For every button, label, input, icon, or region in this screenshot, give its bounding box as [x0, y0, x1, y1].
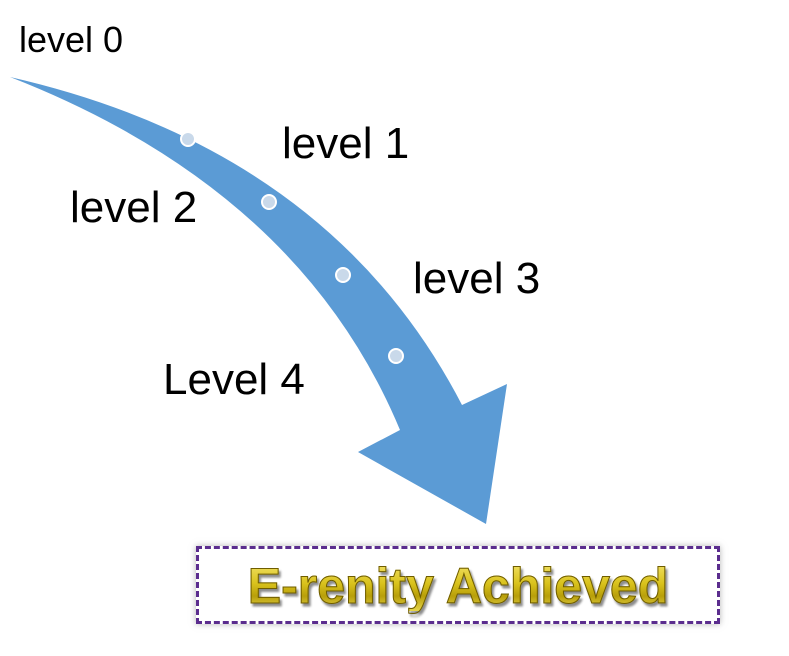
milestone-dot-4	[388, 348, 404, 364]
level-2-label: level 2	[70, 183, 198, 232]
milestone-dot-2	[261, 194, 277, 210]
result-text: E-renity Achieved	[247, 558, 669, 614]
milestone-dot-3	[335, 267, 351, 283]
milestone-dot-1	[180, 131, 196, 147]
level-3-label: level 3	[413, 254, 541, 303]
curved-arrow	[10, 77, 507, 524]
level-0-label: level 0	[19, 19, 124, 60]
level-4-label: Level 4	[163, 355, 305, 404]
result-box: E-renity Achieved	[196, 546, 720, 624]
level-1-label: level 1	[282, 119, 410, 168]
